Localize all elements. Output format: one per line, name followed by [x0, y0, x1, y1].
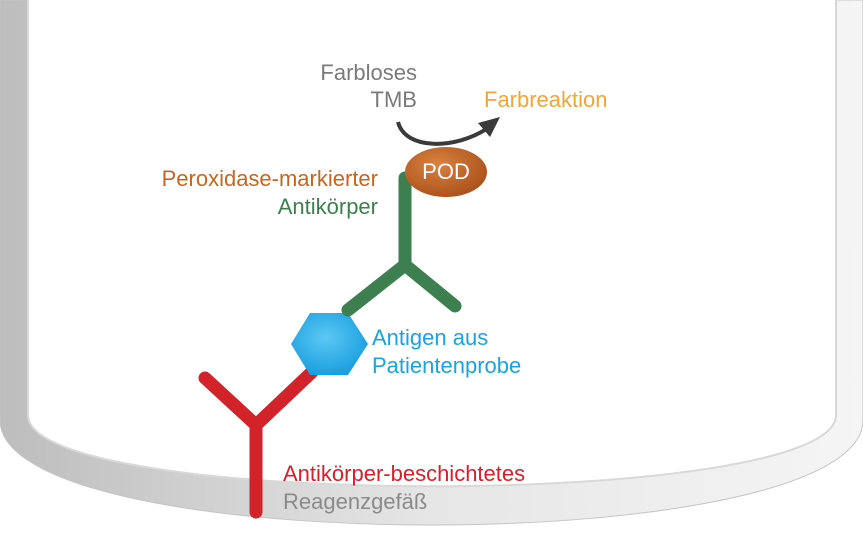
substrate-label-line1: Farbloses — [320, 60, 417, 85]
capture-antibody — [198, 365, 319, 519]
detection-antibody — [341, 171, 462, 317]
pod-enzyme — [405, 147, 487, 197]
detection-antibody-label-line1: Peroxidase-markierter — [162, 166, 378, 191]
reaction-arrow-icon — [396, 117, 500, 146]
reaction-label: Farbreaktion — [484, 87, 608, 112]
antigen-label-line2: Patientenprobe — [372, 353, 521, 378]
antigen-hexagon — [291, 313, 368, 375]
substrate-label-line2: TMB — [371, 87, 417, 112]
vessel-label-line2: Reagenzgefäß — [283, 489, 427, 514]
capture-antibody-label-line1: Antikörper-beschichtetes — [283, 461, 525, 486]
detection-antibody-label-line2: Antikörper — [278, 194, 378, 219]
antigen-label-line1: Antigen aus — [372, 325, 488, 350]
reaction-vessel — [0, 0, 863, 526]
pod-label: POD — [422, 159, 470, 184]
